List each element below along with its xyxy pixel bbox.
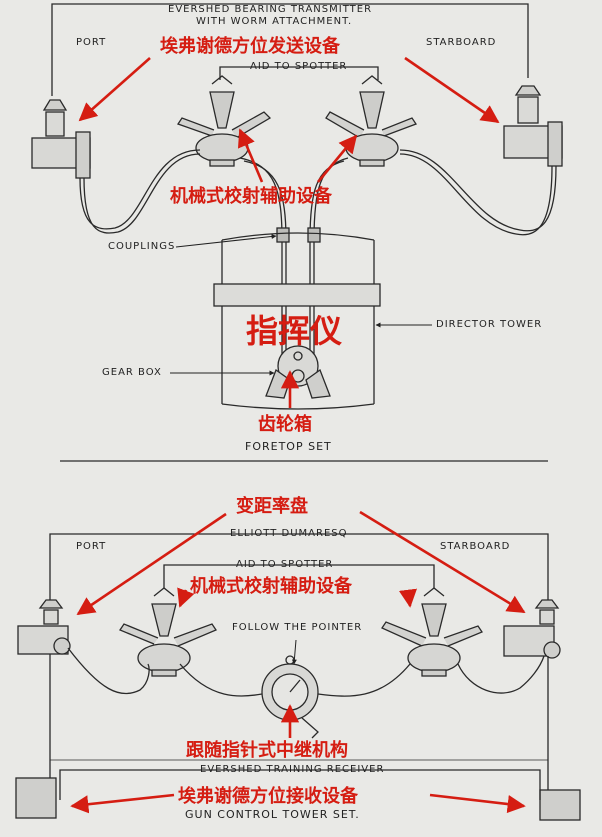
starboard-transmitter xyxy=(503,85,563,167)
cable-pointer-to-aid-right xyxy=(317,663,411,697)
annotation-gear-box: 齿轮箱 xyxy=(258,414,312,435)
annotation-evershed-receiver: 埃弗谢德方位接收设备 xyxy=(178,786,358,807)
receiver-bracket-line xyxy=(59,769,541,800)
follow-the-pointer-label: FOLLOW THE POINTER xyxy=(232,622,363,633)
transmitter-bracket-line xyxy=(51,3,529,96)
follow-the-pointer-unit xyxy=(261,655,319,739)
cable-port-to-aid-bottom xyxy=(67,647,150,695)
foretop-set-title: FORETOP SET xyxy=(245,440,332,453)
annotation-arrows xyxy=(70,56,526,814)
gear-box-label: GEAR BOX xyxy=(102,367,162,378)
cable-starboard-to-aid xyxy=(399,149,557,232)
cable-aid-to-pointer-left xyxy=(179,663,263,697)
aid-to-spotter-label-bottom: AID TO SPOTTER xyxy=(236,559,334,570)
couplings-label: COUPLINGS xyxy=(108,241,176,252)
starboard-label-top: STARBOARD xyxy=(426,37,497,48)
aid-to-spotter-right-bottom xyxy=(381,587,483,677)
starboard-dumaresq xyxy=(503,599,581,821)
aid-spotter-bracket-top xyxy=(219,66,379,80)
annotation-aid-spotter-bottom: 机械式校射辅助设备 xyxy=(190,576,352,597)
gun-control-set-title: GUN CONTROL TOWER SET. xyxy=(185,808,360,821)
aid-to-spotter-left-top xyxy=(176,75,272,167)
gear-box xyxy=(265,345,331,399)
training-receiver-label: EVERSHED TRAINING RECEIVER xyxy=(200,764,385,775)
aid-to-spotter-left-bottom xyxy=(119,587,217,677)
director-tower xyxy=(213,232,381,410)
transmitter-label-line1: EVERSHED BEARING TRANSMITTER xyxy=(168,4,373,15)
aid-to-spotter-right-top xyxy=(325,75,417,167)
annotation-director: 指挥仪 xyxy=(246,312,343,350)
cable-port-to-aid xyxy=(79,149,201,230)
gun-control-set xyxy=(15,533,581,821)
aid-to-spotter-label-top: AID TO SPOTTER xyxy=(250,61,348,72)
dumaresq-bracket-line xyxy=(49,533,549,600)
annotation-follow-pointer: 跟随指针式中继机构 xyxy=(186,740,348,761)
director-tower-label: DIRECTOR TOWER xyxy=(436,319,543,330)
coupling-right xyxy=(307,227,321,243)
aid-spotter-bracket-bottom xyxy=(163,564,435,588)
transmitter-label-line2: WITH WORM ATTACHMENT. xyxy=(196,16,353,27)
annotation-aid-spotter-top: 机械式校射辅助设备 xyxy=(170,186,332,207)
port-dumaresq xyxy=(15,599,71,819)
annotation-evershed-transmitter: 埃弗谢德方位发送设备 xyxy=(160,36,340,57)
port-label-bottom: PORT xyxy=(76,541,107,552)
dumaresq-label: ELLIOTT DUMARESQ xyxy=(230,528,348,539)
coupling-left xyxy=(276,227,290,243)
cable-aid-to-starboard-bottom xyxy=(457,655,545,694)
starboard-label-bottom: STARBOARD xyxy=(440,541,511,552)
port-label-top: PORT xyxy=(76,37,107,48)
annotation-range-rate: 变距率盘 xyxy=(236,496,308,517)
port-transmitter xyxy=(31,99,91,179)
